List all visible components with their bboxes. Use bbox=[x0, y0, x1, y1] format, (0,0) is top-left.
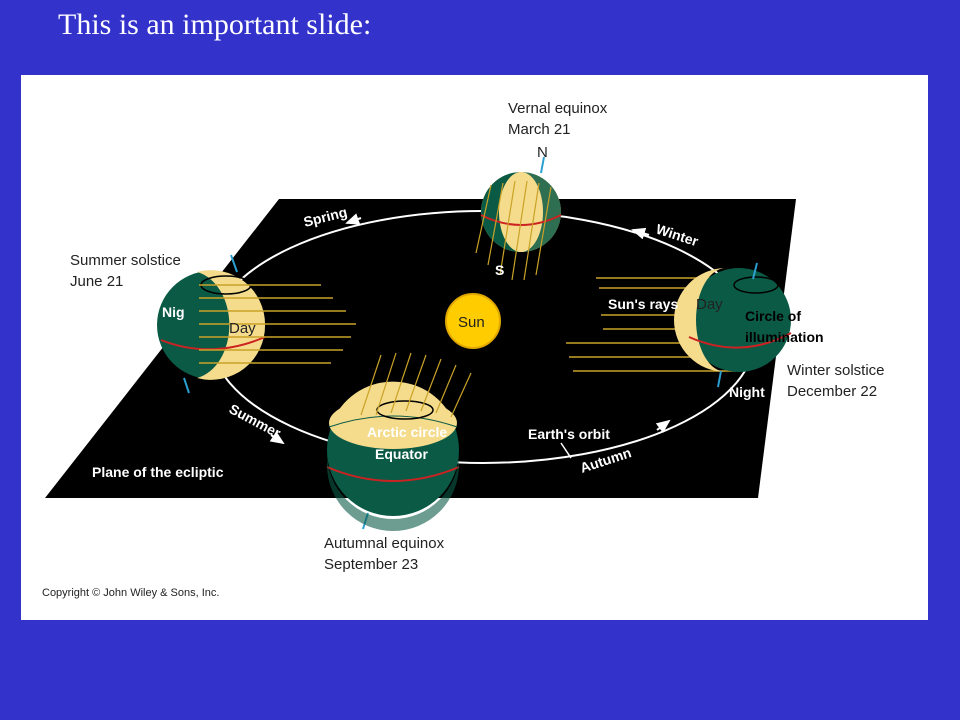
autumnal-date-label: September 23 bbox=[324, 556, 418, 573]
seasons-diagram: Sun Nig bbox=[21, 75, 928, 620]
equator-label: Equator bbox=[375, 446, 428, 462]
north-label: N bbox=[537, 144, 548, 161]
seasons-diagram-svg: Sun Nig bbox=[42, 100, 885, 599]
earth-winter-solstice bbox=[674, 262, 792, 388]
arctic-circle-label: Arctic circle bbox=[367, 424, 447, 440]
autumnal-equinox-label: Autumnal equinox bbox=[324, 535, 445, 552]
south-label: S bbox=[495, 262, 504, 278]
day-label-left: Day bbox=[229, 320, 256, 337]
night-label-left: Nig bbox=[162, 304, 185, 320]
slide-title: This is an important slide: bbox=[58, 8, 372, 41]
vernal-equinox-label: Vernal equinox bbox=[508, 100, 608, 117]
sun-disc bbox=[445, 293, 501, 349]
orbit-arrow-winter bbox=[631, 227, 650, 240]
winter-date-label: December 22 bbox=[787, 383, 877, 400]
suns-rays-label: Sun's rays bbox=[608, 296, 678, 312]
illumination-label: illumination bbox=[745, 329, 824, 345]
orbit-arrow-spring bbox=[345, 213, 362, 225]
suns-rays-top bbox=[475, 180, 552, 281]
earths-orbit-label: Earth's orbit bbox=[528, 426, 610, 442]
day-label-right: Day bbox=[696, 296, 723, 313]
suns-rays-left bbox=[199, 284, 356, 364]
orbit-arrow-summer bbox=[269, 431, 285, 445]
vernal-date-label: March 21 bbox=[508, 121, 571, 138]
orbit-arrow-autumn bbox=[655, 419, 671, 433]
plane-of-ecliptic-label: Plane of the ecliptic bbox=[92, 464, 224, 480]
earth-autumnal-equinox bbox=[326, 381, 460, 531]
summer-date-label: June 21 bbox=[70, 273, 123, 290]
circle-of-label: Circle of bbox=[745, 308, 801, 324]
night-label-right: Night bbox=[729, 384, 765, 400]
suns-rays-bottom bbox=[360, 352, 472, 418]
earths-orbit-pointer bbox=[560, 442, 572, 459]
copyright-notice: Copyright © John Wiley & Sons, Inc. bbox=[42, 587, 219, 599]
sun-label: Sun bbox=[458, 314, 485, 331]
summer-solstice-label: Summer solstice bbox=[70, 252, 181, 269]
ecliptic-plane bbox=[45, 199, 796, 498]
winter-solstice-label: Winter solstice bbox=[787, 362, 885, 379]
